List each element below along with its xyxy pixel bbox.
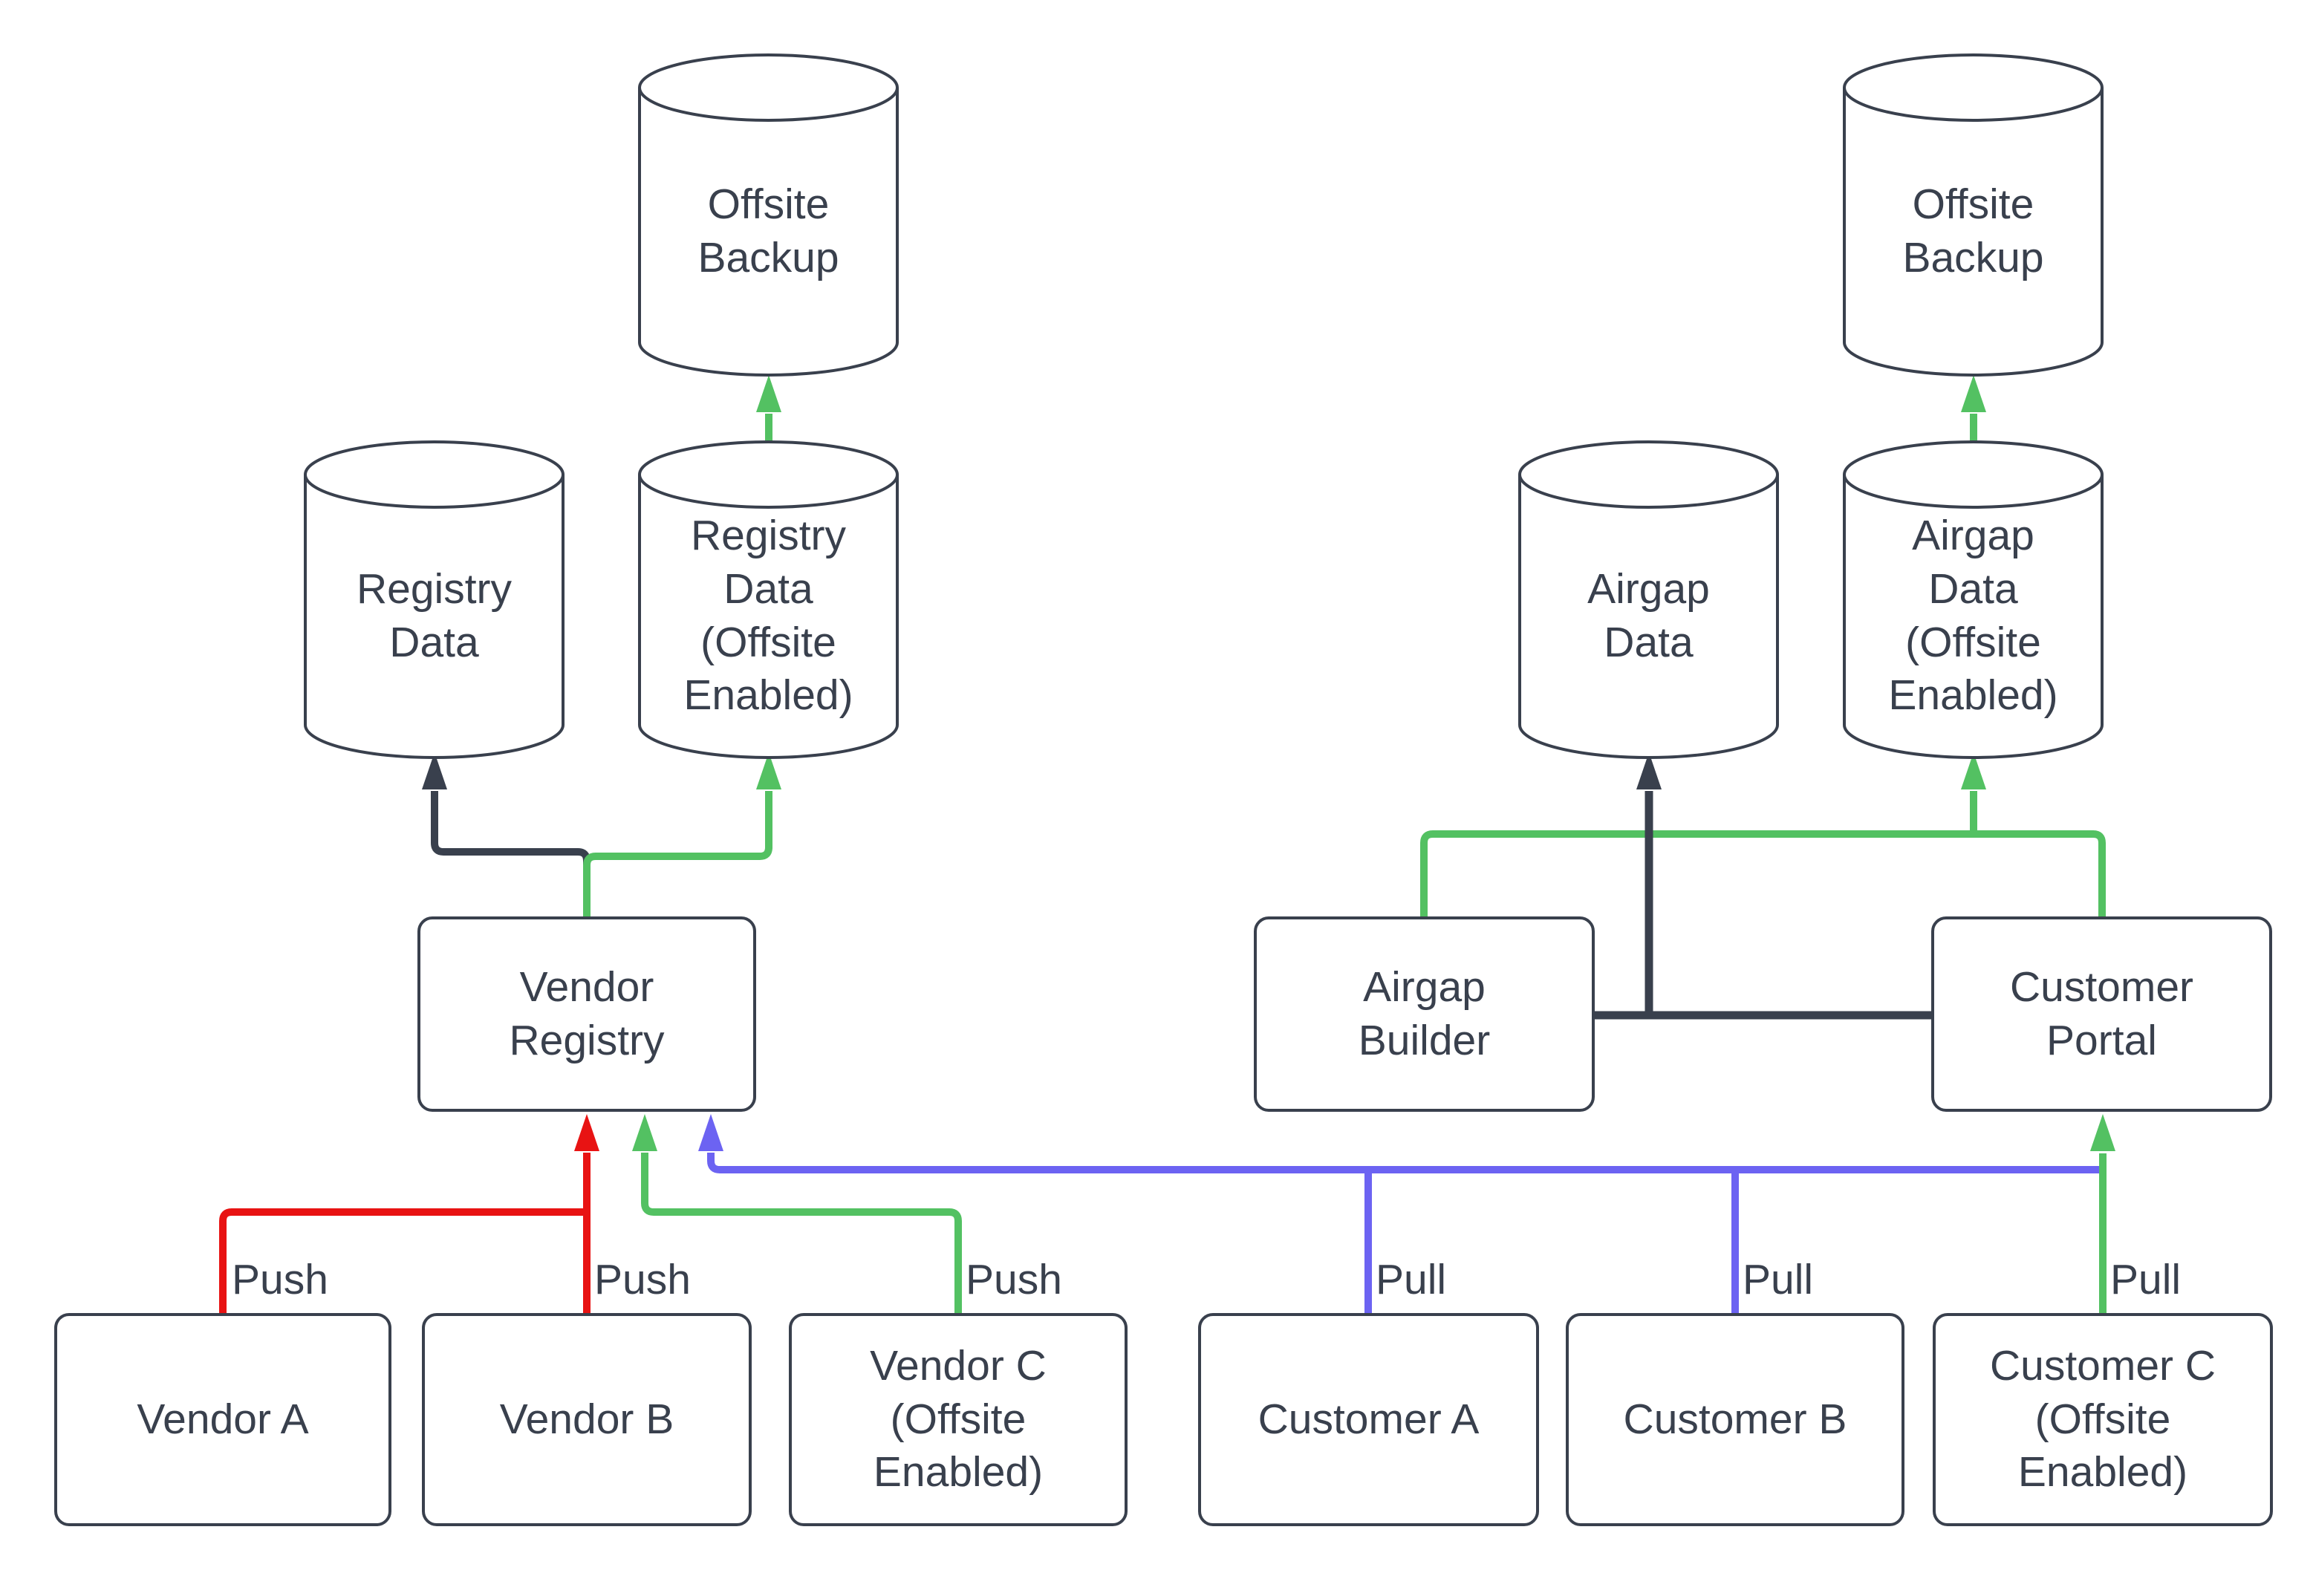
- edge-offsite-data-to-backup-right-arrowhead: [1961, 375, 1986, 412]
- vendor-c-box: [789, 1313, 1128, 1526]
- vendor-b-box: [422, 1313, 752, 1526]
- offsite-backup-left-label: Offsite Backup: [697, 180, 839, 281]
- registry-data-label: Registry Data: [356, 564, 513, 666]
- airgap-data-label: Airgap Data: [1587, 564, 1710, 666]
- edge-customers-to-registry-arrowhead: [698, 1114, 723, 1151]
- push-label-vendor-b: Push: [594, 1256, 691, 1303]
- customer-b-label: Customer B: [1623, 1395, 1847, 1443]
- pull-label-customer-b: Pull: [1743, 1256, 1814, 1303]
- vendor-a-box: [54, 1313, 391, 1526]
- vendor-registry-box: [417, 916, 756, 1112]
- airgap-data-cylinder: [1518, 440, 1779, 759]
- edge-builder-portal-offsite-span-line: [1420, 830, 2106, 918]
- edge-offsite-data-to-backup-left-arrowhead: [756, 375, 781, 412]
- vendor-registry-label: Vendor Registry: [509, 963, 665, 1064]
- edge-registry-to-registry-data-line: [431, 791, 591, 918]
- customer-a-label: Customer A: [1258, 1395, 1480, 1443]
- vendor-b-label: Vendor B: [499, 1395, 674, 1443]
- edge-to-airgap-offsite-data-arrowhead: [1961, 752, 1986, 789]
- customer-portal-label: Customer Portal: [2009, 963, 2194, 1064]
- vendor-c-label: Vendor C (Offsite Enabled): [870, 1341, 1047, 1496]
- offsite-backup-right-label: Offsite Backup: [1902, 180, 2044, 281]
- edge-registry-to-registry-data-arrowhead: [422, 752, 447, 789]
- airgap-data-offsite-label: Airgap Data (Offsite Enabled): [1888, 511, 2058, 720]
- offsite-backup-right-cylinder: [1843, 53, 2104, 377]
- edge-vendor-c-push-arrowhead: [632, 1114, 657, 1151]
- vendor-a-label: Vendor A: [137, 1395, 309, 1443]
- edge-vendor-c-push-line: [641, 1153, 962, 1315]
- airgap-builder-label: Airgap Builder: [1358, 963, 1491, 1064]
- edge-customer-c-pull-arrowhead: [2090, 1114, 2115, 1151]
- edge-vendor-a-push-line: [219, 1208, 587, 1315]
- edge-vendor-push-arrowhead: [574, 1114, 599, 1151]
- customer-b-box: [1566, 1313, 1904, 1526]
- airgap-data-offsite-cylinder: [1843, 440, 2104, 759]
- pull-label-customer-a: Pull: [1376, 1256, 1447, 1303]
- edge-registry-to-offsite-data-arrowhead: [756, 752, 781, 789]
- edge-customers-to-registry-line: [707, 1153, 2103, 1173]
- edge-to-airgap-data-arrowhead: [1636, 752, 1662, 789]
- registry-data-offsite-cylinder: [638, 440, 899, 759]
- offsite-backup-left-cylinder: [638, 53, 899, 377]
- airgap-builder-box: [1254, 916, 1595, 1112]
- pull-label-customer-c: Pull: [2110, 1256, 2182, 1303]
- customer-a-box: [1198, 1313, 1539, 1526]
- customer-c-label: Customer C (Offsite Enabled): [1989, 1341, 2216, 1496]
- push-label-vendor-a: Push: [232, 1256, 328, 1303]
- registry-data-offsite-label: Registry Data (Offsite Enabled): [683, 511, 853, 720]
- edge-registry-to-offsite-data-line: [583, 791, 772, 918]
- customer-portal-box: [1931, 916, 2272, 1112]
- registry-data-cylinder: [304, 440, 565, 759]
- customer-c-box: [1933, 1313, 2273, 1526]
- push-label-vendor-c: Push: [966, 1256, 1062, 1303]
